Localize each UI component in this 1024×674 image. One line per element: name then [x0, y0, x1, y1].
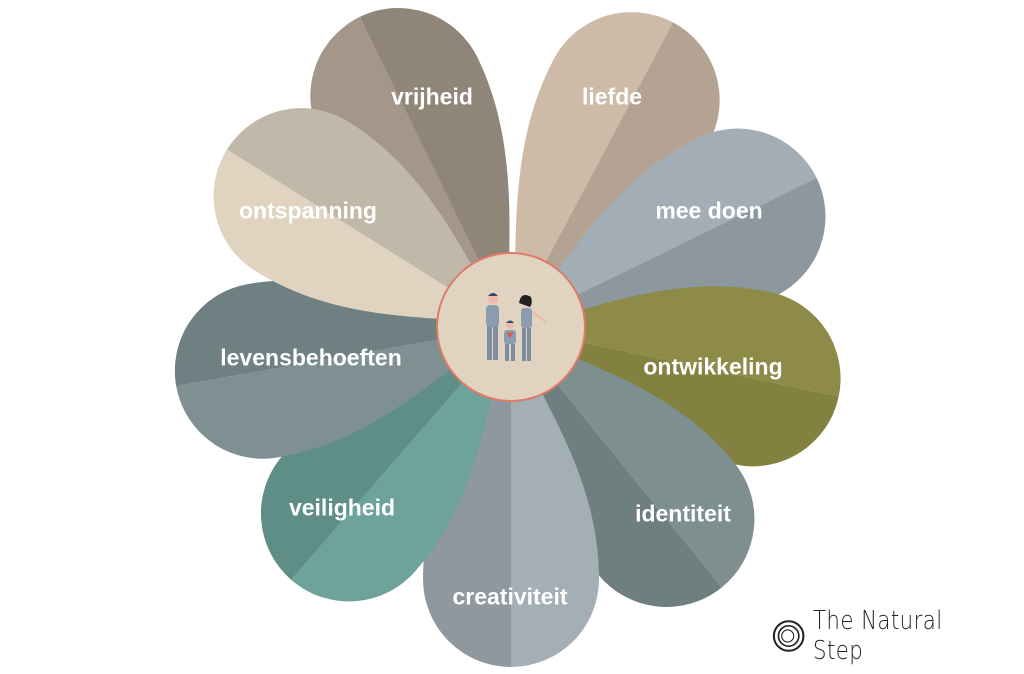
petal-ontwikkeling	[511, 286, 841, 467]
petal-label: liefde	[581, 83, 643, 110]
petal-half	[511, 128, 817, 327]
petal-label: mee doen	[655, 197, 763, 224]
petal-half	[511, 286, 841, 397]
petal-half	[511, 327, 722, 607]
petal-creativiteit	[423, 327, 599, 667]
petal-label: levensbehoeften	[220, 344, 402, 371]
petal-label: vrijheid	[391, 83, 473, 110]
petal-identiteit	[511, 327, 755, 607]
petal-half	[359, 8, 511, 327]
petal-label: ontwikkeling	[643, 353, 783, 380]
petal-label: identiteit	[635, 500, 731, 527]
concentric-circles-icon	[772, 620, 805, 652]
petal-half	[226, 108, 511, 327]
petal-label: veiligheid	[288, 494, 396, 521]
petal-half	[511, 327, 839, 467]
logo-text: The Natural Step	[813, 606, 943, 666]
petal-half	[176, 327, 511, 459]
the-natural-step-logo: The Natural Step	[772, 606, 1024, 666]
family-icon	[486, 293, 547, 361]
petal-half	[511, 327, 599, 667]
petal-half	[511, 22, 720, 327]
petal-label: creativiteit	[452, 583, 568, 610]
petal-label: ontspanning	[239, 197, 377, 224]
petal-half	[511, 12, 673, 327]
petal-half	[511, 327, 755, 588]
petal-veiligheid	[260, 327, 511, 602]
petal-half	[423, 327, 511, 667]
petal-half	[213, 149, 511, 327]
petal-liefde	[511, 12, 720, 327]
petal-half	[291, 327, 511, 602]
petal-half	[260, 327, 511, 580]
petal-ontspanning	[213, 108, 511, 327]
